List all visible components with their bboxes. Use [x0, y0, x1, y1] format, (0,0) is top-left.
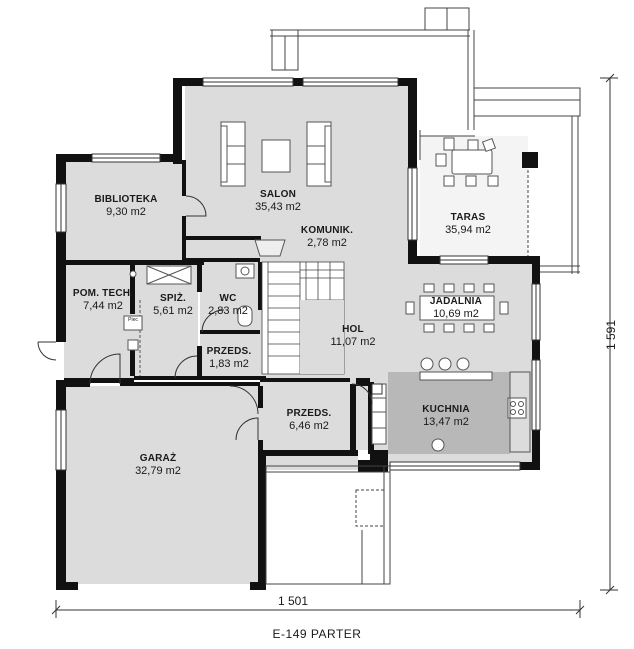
door-kitchen: [351, 383, 373, 405]
room-area: 6,46 m2: [289, 419, 329, 432]
room-area: 10,69 m2: [433, 307, 479, 320]
dining-set: [405, 283, 509, 333]
room-kuchnia: KUCHNIA 13,47 m2: [406, 404, 486, 428]
room-salon: SALON 35,43 m2: [238, 189, 318, 213]
room-area: 35,43 m2: [255, 200, 301, 213]
room-garaz: GARAŻ 32,79 m2: [118, 453, 198, 477]
coffee-table: [261, 139, 291, 173]
room-name: SALON: [260, 189, 296, 200]
dimension-height: 1 591: [604, 319, 619, 351]
doors: [37, 195, 373, 441]
room-area: 35,94 m2: [445, 223, 491, 236]
room-przeds-small: PRZEDS. 1,83 m2: [202, 346, 256, 370]
room-name: JADALNIA: [429, 296, 483, 307]
room-name: TARAS: [450, 212, 486, 223]
door-wc: [201, 309, 225, 333]
room-area: 11,07 m2: [330, 335, 376, 348]
przeds-small-floor: [200, 334, 260, 378]
staircase: [261, 261, 345, 375]
room-taras: TARAS 35,94 m2: [428, 212, 508, 236]
room-name: SPIŻ.: [159, 293, 186, 304]
room-name: PRZEDS.: [286, 408, 332, 419]
dimension-width: 1 501: [278, 594, 309, 608]
room-jadalnia: JADALNIA 10,69 m2: [418, 296, 494, 320]
boiler: [123, 315, 143, 331]
room-area: 7,44 m2: [83, 299, 123, 312]
room-pom-tech: POM. TECH. 7,44 m2: [70, 288, 136, 312]
room-name: PRZEDS.: [206, 346, 252, 357]
entrance-canopy: [265, 465, 391, 585]
room-name: BIBLIOTEKA: [94, 194, 158, 205]
fireplace: [254, 239, 286, 257]
room-hol: HOL 11,07 m2: [318, 324, 388, 348]
przeds-floor: [260, 382, 360, 456]
kitchen-island: [419, 371, 493, 381]
small-room-fixtures: [123, 263, 255, 376]
door-garaz: [229, 385, 259, 415]
room-komunik: KOMUNIK. 2,78 m2: [294, 225, 360, 249]
pergola-beam-right: [473, 87, 581, 117]
room-name: GARAŻ: [139, 453, 177, 464]
room-area: 32,79 m2: [135, 464, 181, 477]
boiler-label: Piec: [128, 317, 138, 323]
terrace-furniture: [435, 137, 499, 187]
room-biblioteka: BIBLIOTEKA 9,30 m2: [84, 194, 168, 218]
door-biblioteka: [185, 195, 207, 217]
biblioteka-floor: [64, 160, 185, 260]
room-name: POM. TECH.: [72, 288, 134, 299]
interior-walls: [64, 160, 374, 460]
door-pomtech: [89, 353, 121, 385]
drawing-title: E-149 PARTER: [272, 627, 362, 641]
salon-furniture: [220, 121, 332, 257]
room-area: 13,47 m2: [423, 415, 469, 428]
room-area: 1,83 m2: [209, 357, 249, 370]
toilet: [237, 305, 253, 327]
door-przeds: [235, 417, 259, 441]
terrace-pergola: [270, 7, 581, 274]
room-name: KOMUNIK.: [300, 225, 354, 236]
room-przeds: PRZEDS. 6,46 m2: [276, 408, 342, 432]
room-name: KUCHNIA: [422, 404, 470, 415]
kitchen-floor: [388, 372, 510, 454]
room-area: 9,30 m2: [106, 205, 146, 218]
garaz-floor: [64, 386, 264, 584]
room-wc: WC 2,83 m2: [202, 293, 254, 317]
room-spiz: SPIŻ. 5,61 m2: [146, 293, 200, 317]
dimension-lines: [51, 73, 618, 618]
door-entrance-left: [37, 341, 57, 361]
room-name: HOL: [342, 324, 364, 335]
room-name: WC: [219, 293, 237, 304]
door-spiz: [174, 355, 198, 379]
kitchen-fixtures: [371, 357, 531, 453]
room-area: 2,78 m2: [307, 236, 347, 249]
room-area: 2,83 m2: [208, 304, 248, 317]
room-area: 5,61 m2: [153, 304, 193, 317]
